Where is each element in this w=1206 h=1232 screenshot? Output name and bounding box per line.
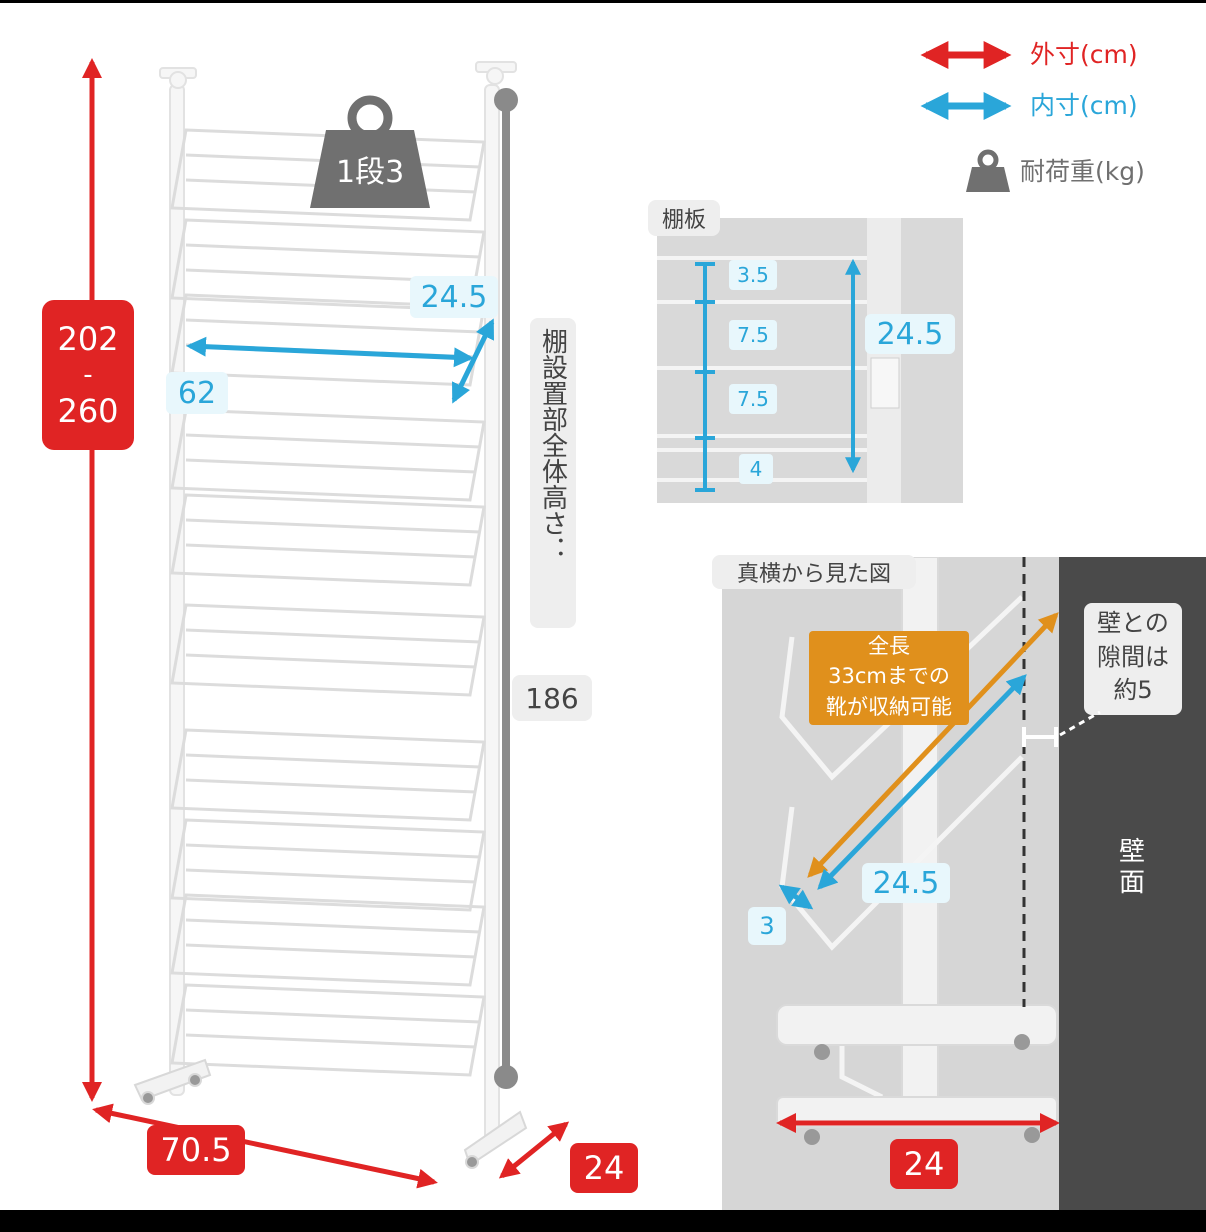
wall-gap-line1: 壁との — [1097, 609, 1169, 637]
side-offset-badge: 3 — [748, 907, 786, 945]
inner-depth-badge: 24.5 — [410, 276, 498, 318]
rack-shelf — [170, 728, 486, 822]
shelf-detail-title: 棚板 — [648, 200, 720, 236]
shelf-gap-2: 7.5 — [729, 320, 777, 350]
shelf-height-indicator — [494, 88, 518, 1089]
rack-shelves — [170, 128, 486, 1077]
outer-width-badge: 70.5 — [147, 1125, 245, 1175]
side-base-depth-badge: 24 — [890, 1139, 958, 1189]
weight-icon — [310, 95, 430, 208]
outer-width-arrow — [92, 1103, 438, 1189]
shelf-total-badge: 24.5 — [865, 314, 955, 354]
side-view-panel: 全長 33cmまでの 靴が収納可能 24.5 3 24 — [722, 557, 1059, 1210]
rack-shelf — [170, 603, 486, 697]
bottom-border — [0, 1210, 1206, 1232]
legend-weight-icon — [966, 149, 1010, 192]
wall-gap-line2: 隙間は — [1097, 642, 1169, 671]
storage-note-line1: 全長 — [868, 634, 910, 658]
shelf-gap-3: 7.5 — [729, 384, 777, 414]
outer-depth-arrow — [498, 1121, 570, 1179]
legend-inner-label: 内寸(cm) — [1030, 91, 1138, 120]
rack-shelf — [170, 893, 486, 987]
outer-depth-badge: 24 — [570, 1143, 638, 1193]
rack-poles — [159, 61, 517, 1146]
height-min: 202 — [57, 320, 119, 358]
rack-shelf — [170, 818, 486, 912]
rack-shelf — [170, 983, 486, 1077]
shelf-detail-panel: 3.5 7.5 7.5 4 24.5 — [657, 218, 963, 503]
storage-note: 全長 33cmまでの 靴が収納可能 — [809, 631, 969, 725]
wall-label: 壁 面 — [1119, 837, 1145, 899]
shelf-gap-1: 3.5 — [729, 260, 777, 290]
legend-load-label: 耐荷重(kg) — [1020, 157, 1145, 186]
storage-note-line3: 靴が収納可能 — [826, 694, 952, 719]
shelf-height-value: 186 — [512, 675, 592, 721]
wall-gap-note: 壁との 隙間は 約5 — [1084, 603, 1182, 715]
rack-shelf — [170, 408, 486, 502]
height-dash: - — [83, 360, 93, 390]
inner-width-badge: 62 — [166, 372, 228, 414]
outer-height-badge: 202 - 260 — [42, 300, 134, 450]
shelf-gap-4: 4 — [739, 454, 773, 484]
inner-width-arrow — [186, 336, 474, 368]
wall-gap-line3: 約5 — [1113, 676, 1153, 705]
top-border — [0, 0, 1206, 3]
storage-note-line2: 33cmまでの — [828, 664, 950, 689]
load-value: 1段3 — [336, 155, 405, 190]
rack-shelf — [170, 493, 486, 587]
legend-outer-label: 外寸(cm) — [1030, 40, 1138, 69]
shelf-height-caption: 棚設置部全体高さ： — [530, 318, 576, 628]
shelf-detail-drawing — [657, 218, 901, 503]
side-inner-length-badge: 24.5 — [862, 863, 950, 903]
wall-label-2: 面 — [1119, 868, 1146, 899]
side-view-title: 真横から見た図 — [712, 555, 916, 589]
height-max: 260 — [57, 392, 119, 430]
inner-depth-arrow — [451, 318, 495, 404]
wall-label-1: 壁 — [1119, 837, 1146, 867]
